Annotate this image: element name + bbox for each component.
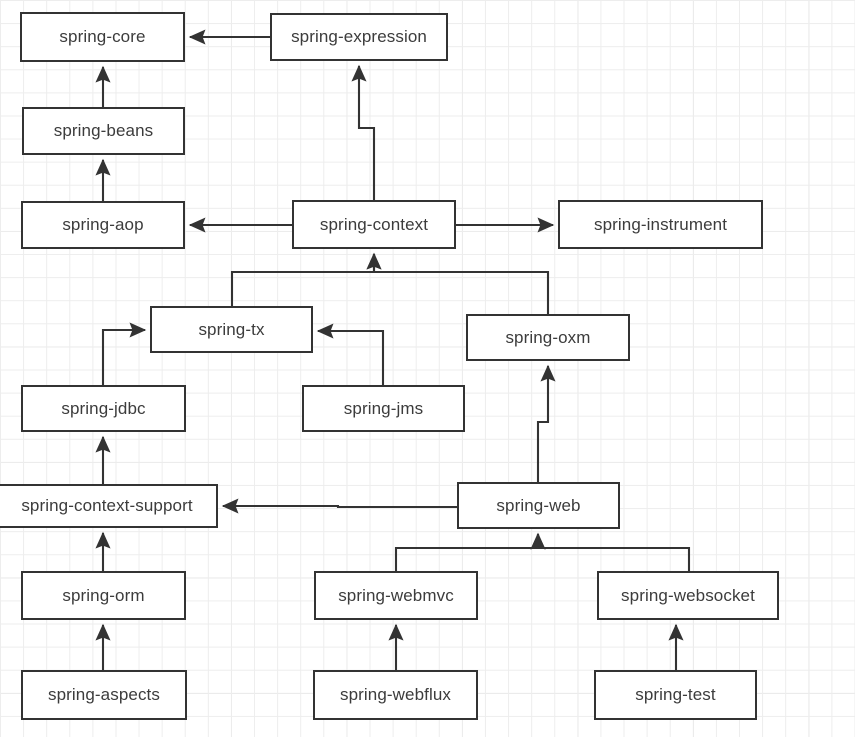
node-label: spring-beans — [53, 121, 154, 140]
edge-spring-webmvc-to-spring-web — [394, 532, 546, 571]
node-spring-context[interactable]: spring-context — [292, 200, 456, 249]
node-spring-aspects[interactable]: spring-aspects — [21, 670, 187, 720]
edge-spring-oxm-to-spring-context — [366, 252, 550, 314]
node-label: spring-webmvc — [338, 585, 454, 605]
edge-spring-websocket-to-spring-web — [530, 532, 691, 571]
node-label: spring-tx — [198, 319, 265, 339]
edge-spring-context-to-spring-expression — [351, 64, 376, 200]
node-spring-beans[interactable]: spring-beans — [22, 107, 185, 155]
node-spring-aop[interactable]: spring-aop — [21, 201, 185, 249]
edge-spring-jms-to-spring-tx — [316, 323, 385, 385]
node-label: spring-oxm — [505, 327, 591, 347]
node-label: spring-expression — [291, 27, 427, 46]
edge-spring-jdbc-to-spring-tx — [101, 322, 147, 385]
node-label: spring-aop — [62, 215, 144, 234]
node-spring-tx[interactable]: spring-tx — [150, 306, 313, 353]
node-label: spring-context-support — [21, 496, 193, 515]
node-spring-jdbc[interactable]: spring-jdbc — [21, 385, 186, 432]
node-spring-websocket[interactable]: spring-websocket — [597, 571, 779, 620]
node-label: spring-websocket — [621, 585, 755, 605]
node-label: spring-context — [319, 214, 429, 234]
node-spring-context-support[interactable]: spring-context-support — [0, 484, 218, 528]
node-label: spring-jms — [343, 398, 424, 418]
node-spring-test[interactable]: spring-test — [594, 670, 757, 720]
node-label: spring-orm — [62, 585, 145, 605]
node-label: spring-test — [635, 685, 716, 704]
node-spring-webmvc[interactable]: spring-webmvc — [314, 571, 478, 620]
node-label: spring-instrument — [593, 214, 728, 234]
node-spring-webflux[interactable]: spring-webflux — [313, 670, 478, 720]
node-label: spring-webflux — [339, 685, 451, 704]
node-spring-core[interactable]: spring-core — [20, 12, 185, 62]
node-spring-web[interactable]: spring-web — [457, 482, 620, 529]
node-spring-jms[interactable]: spring-jms — [302, 385, 465, 432]
node-spring-orm[interactable]: spring-orm — [21, 571, 186, 620]
node-label: spring-core — [59, 27, 146, 46]
node-spring-expression[interactable]: spring-expression — [270, 13, 448, 61]
edge-spring-web-to-spring-oxm — [536, 364, 556, 482]
node-label: spring-web — [496, 495, 581, 515]
node-label: spring-jdbc — [61, 398, 146, 418]
edge-spring-tx-to-spring-context — [230, 252, 382, 306]
node-spring-oxm[interactable]: spring-oxm — [466, 314, 630, 361]
node-label: spring-aspects — [48, 685, 160, 704]
node-spring-instrument[interactable]: spring-instrument — [558, 200, 763, 249]
edge-spring-web-to-spring-context-support — [221, 498, 457, 514]
